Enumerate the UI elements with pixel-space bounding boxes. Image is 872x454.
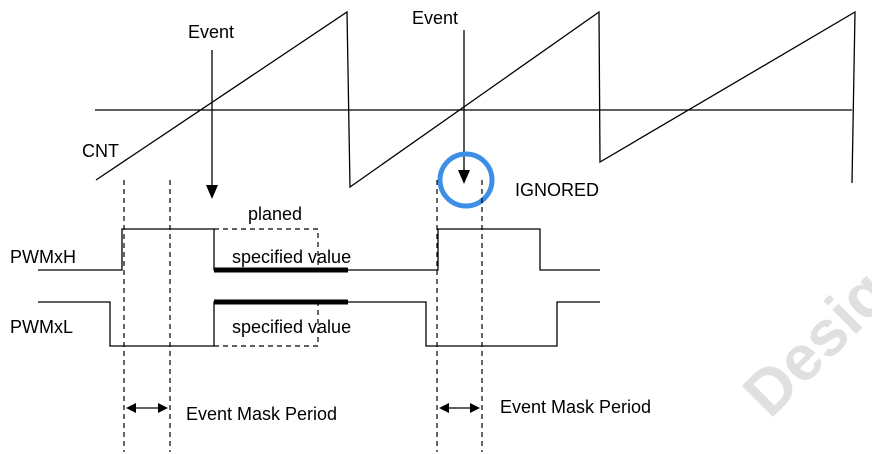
pwmxh-planed-box [214,228,319,270]
cnt-label: CNT [82,141,119,161]
event-arrowhead-2 [458,170,470,184]
pwmxh-label: PWMxH [10,247,76,267]
mask-arrowhead-2-left [439,403,449,413]
mask-arrowhead-1-right [158,403,168,413]
mask-period-label-2: Event Mask Period [500,397,651,417]
mask-period-label-1: Event Mask Period [186,404,337,424]
mask-arrowhead-1-left [126,403,136,413]
watermark: Design [729,228,872,430]
event-arrowhead-1 [206,185,218,199]
planed-label: planed [248,204,302,224]
pwmxl-label: PWMxL [10,317,73,337]
specified-value-label-l: specified value [232,317,351,337]
pwmxl-planed-box [214,302,319,347]
ignored-label: IGNORED [515,180,599,200]
cnt-sawtooth [95,10,856,189]
ignored-circle [437,151,495,209]
event-label-1: Event [188,22,234,42]
specified-value-label-h: specified value [232,247,351,267]
mask-arrowhead-2-right [470,403,480,413]
event-label-2: Event [412,8,458,28]
